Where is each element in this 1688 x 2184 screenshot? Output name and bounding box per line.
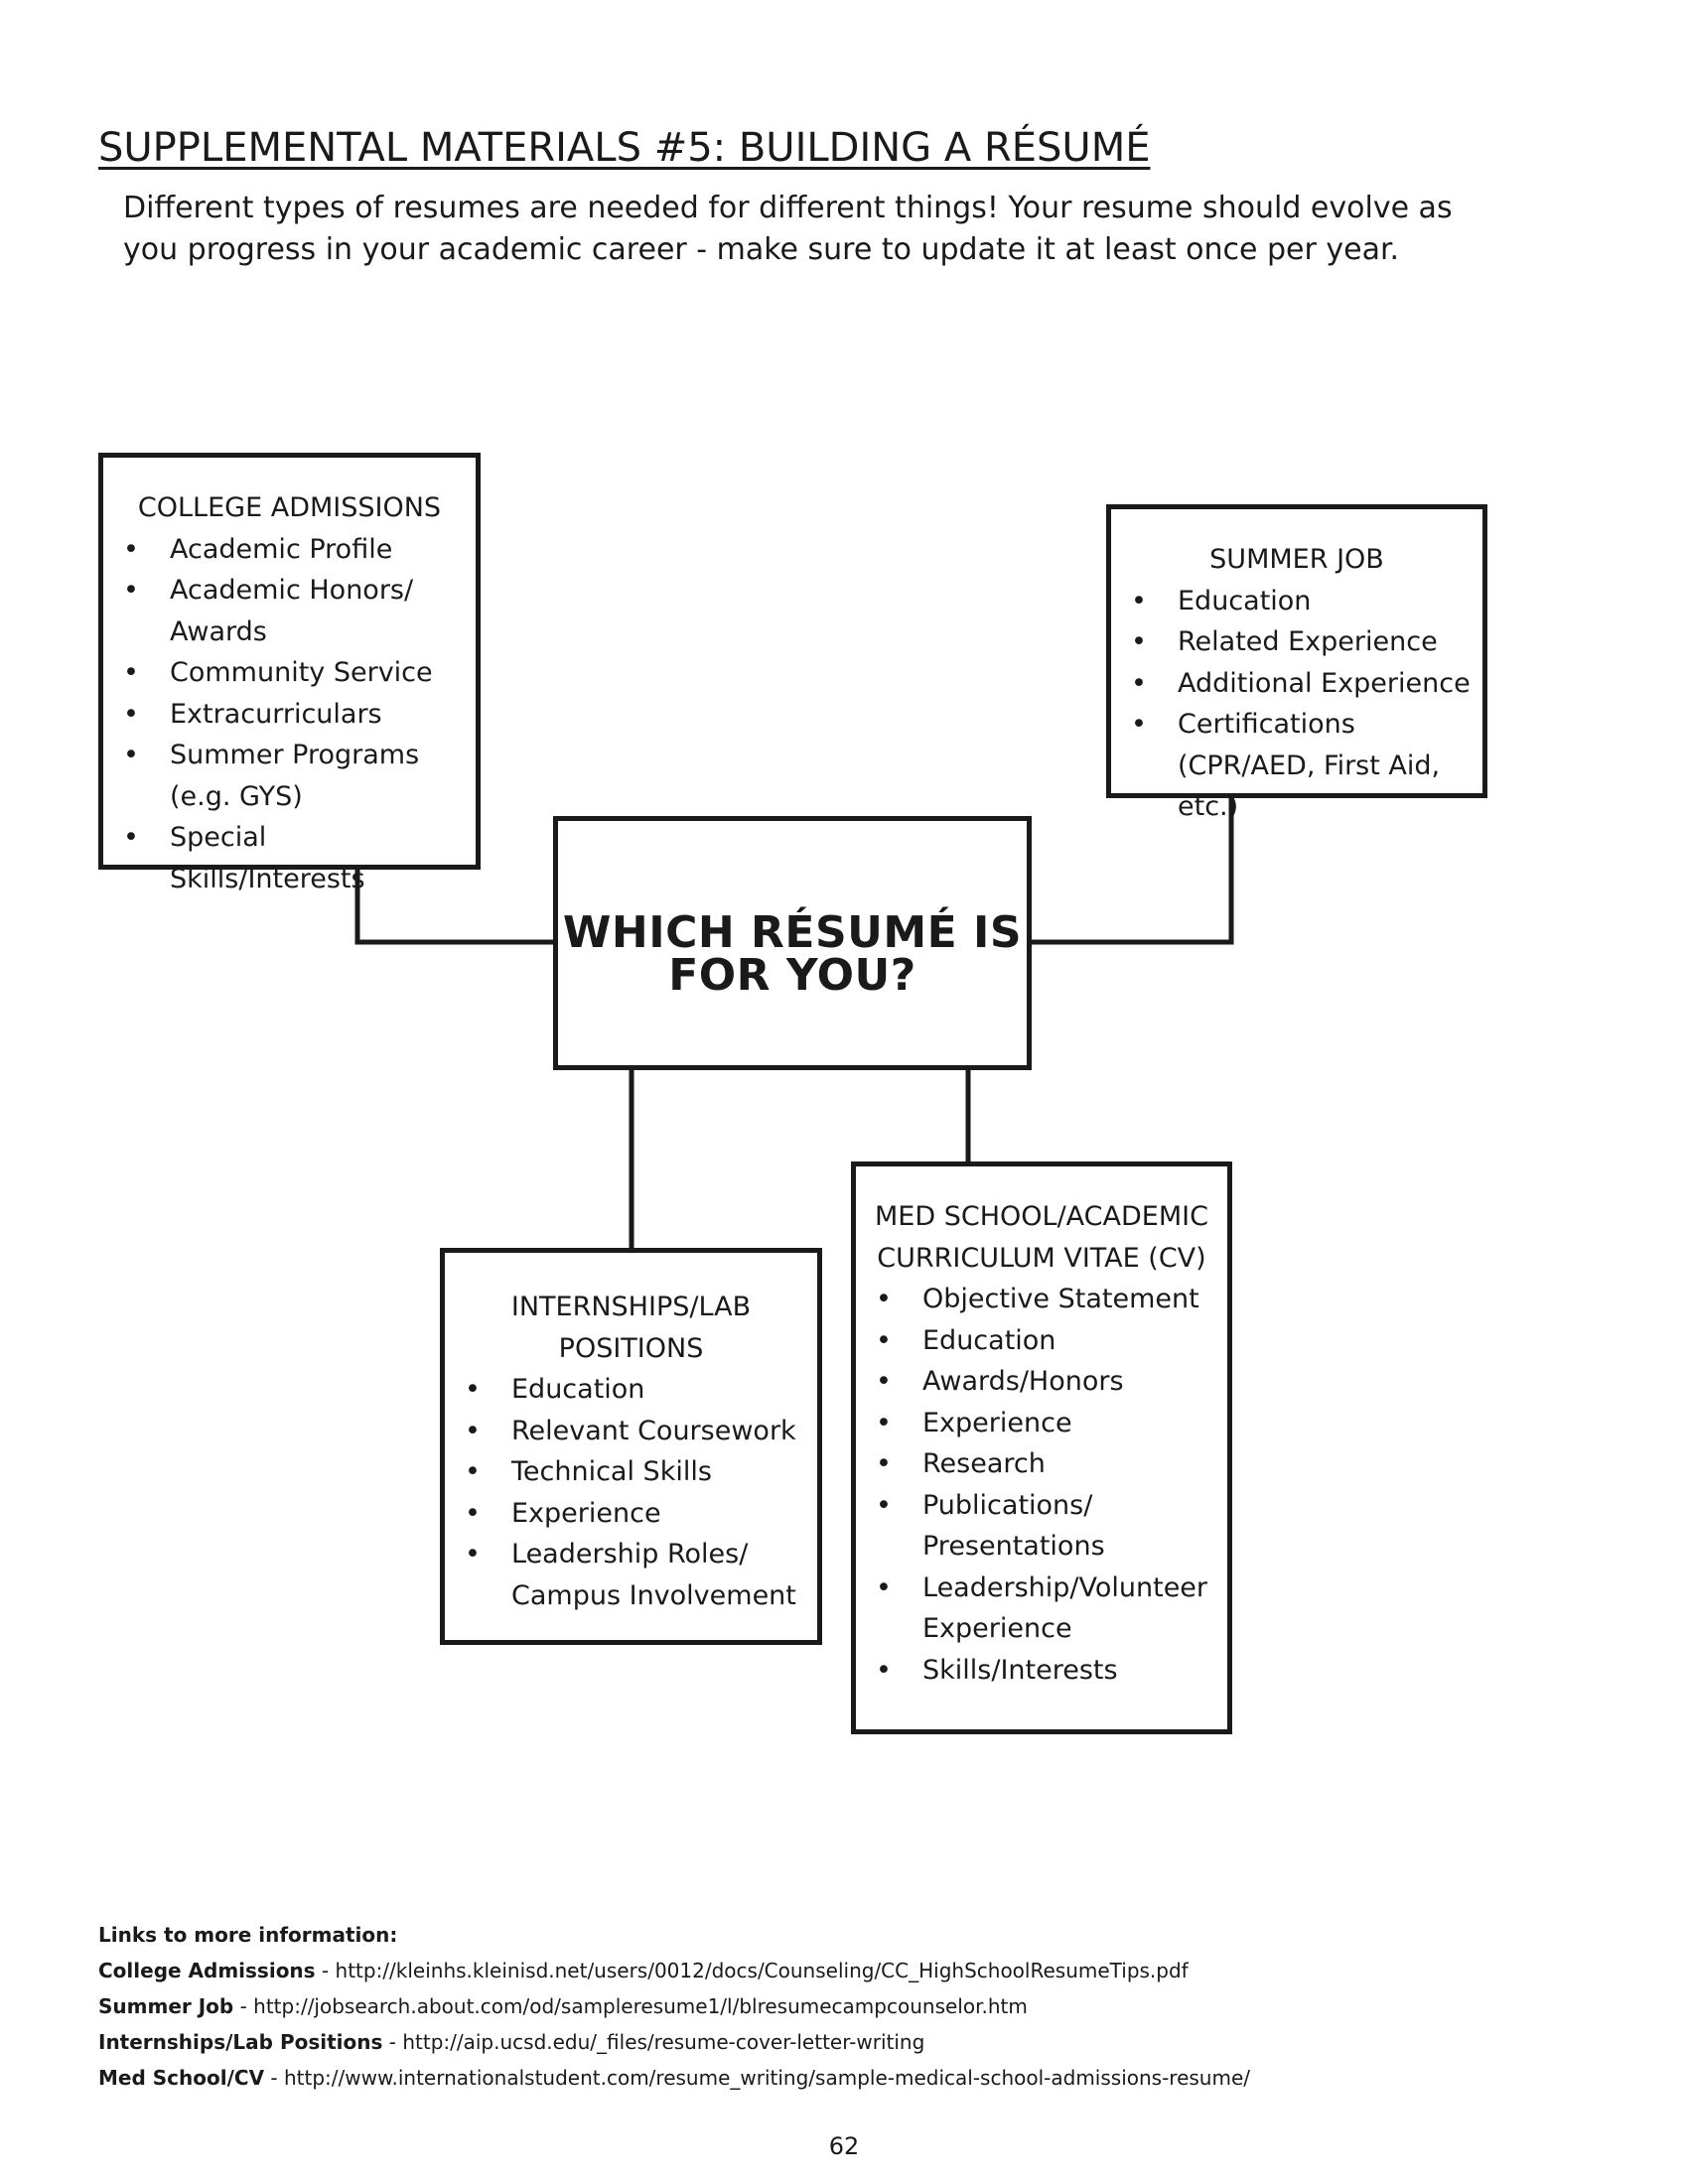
links-section: Links to more information: College Admis… bbox=[98, 1917, 1250, 2096]
bullet-item: Experience bbox=[445, 1493, 817, 1535]
internships-box: INTERNSHIPS/LAB POSITIONS EducationRelev… bbox=[440, 1248, 822, 1645]
center-question-line1: WHICH RÉSUMÉ IS bbox=[562, 907, 1023, 958]
bullet-item: Education bbox=[445, 1369, 817, 1411]
bullet-item: Academic Honors/ Awards bbox=[103, 570, 466, 652]
bullet-item: Academic Profile bbox=[103, 529, 466, 571]
bullet-item: Education bbox=[1111, 581, 1482, 622]
bullet-item: Community Service bbox=[103, 652, 466, 694]
bullet-item: Related Experience bbox=[1111, 621, 1482, 663]
connector-summer bbox=[1032, 798, 1234, 945]
med-school-list: Objective StatementEducationAwards/Honor… bbox=[856, 1279, 1227, 1691]
link-row-college: College Admissions - http://kleinhs.klei… bbox=[98, 1959, 1189, 1982]
bullet-item: Special Skills/Interests bbox=[103, 817, 466, 899]
internships-title: INTERNSHIPS/LAB POSITIONS bbox=[510, 1292, 752, 1364]
college-admissions-box: COLLEGE ADMISSIONS Academic ProfileAcade… bbox=[98, 453, 481, 894]
summer-job-list: EducationRelated ExperienceAdditional Ex… bbox=[1111, 581, 1482, 828]
bullet-item: Education bbox=[856, 1320, 1227, 1362]
link-row-internships: Internships/Lab Positions - http://aip.u… bbox=[98, 2030, 925, 2054]
bullet-item: Summer Programs (e.g. GYS) bbox=[103, 735, 466, 817]
center-question-box: WHICH RÉSUMÉ IS FOR YOU? bbox=[553, 816, 1032, 1070]
bullet-item: Leadership/Volunteer Experience bbox=[856, 1568, 1227, 1650]
med-school-title: MED SCHOOL/ACADEMIC CURRICULUM VITAE (CV… bbox=[875, 1201, 1208, 1274]
bullet-item: Extracurriculars bbox=[103, 694, 466, 736]
link-summer-url[interactable]: http://jobsearch.about.com/od/sampleresu… bbox=[253, 1994, 1028, 2018]
college-admissions-list: Academic ProfileAcademic Honors/ AwardsC… bbox=[103, 529, 466, 900]
link-med-url[interactable]: http://www.internationalstudent.com/resu… bbox=[283, 2066, 1251, 2090]
bullet-item: Awards/Honors bbox=[856, 1361, 1227, 1403]
bullet-item: Skills/Interests bbox=[856, 1650, 1227, 1692]
bullet-item: Research bbox=[856, 1443, 1227, 1485]
bullet-item: Experience bbox=[856, 1403, 1227, 1444]
link-row-summer: Summer Job - http://jobsearch.about.com/… bbox=[98, 1994, 1028, 2018]
bullet-item: Technical Skills bbox=[445, 1451, 817, 1493]
page-number: 62 bbox=[828, 2132, 860, 2160]
bullet-item: Certifications (CPR/AED, First Aid, etc.… bbox=[1111, 704, 1482, 828]
bullet-item: Publications/ Presentations bbox=[856, 1485, 1227, 1568]
page-title: SUPPLEMENTAL MATERIALS #5: BUILDING A RÉ… bbox=[98, 125, 1151, 171]
med-school-box: MED SCHOOL/ACADEMIC CURRICULUM VITAE (CV… bbox=[851, 1161, 1232, 1734]
link-internships-url[interactable]: http://aip.ucsd.edu/_files/resume-cover-… bbox=[402, 2030, 925, 2054]
link-row-med: Med School/CV - http://www.international… bbox=[98, 2066, 1251, 2090]
link-college-url[interactable]: http://kleinhs.kleinisd.net/users/0012/d… bbox=[335, 1959, 1189, 1982]
center-question-line2: FOR YOU? bbox=[668, 950, 916, 1001]
college-admissions-title: COLLEGE ADMISSIONS bbox=[137, 492, 442, 523]
intro-paragraph: Different types of resumes are needed fo… bbox=[123, 191, 1453, 267]
summer-job-box: SUMMER JOB EducationRelated ExperienceAd… bbox=[1106, 504, 1487, 822]
summer-job-title: SUMMER JOB bbox=[1209, 544, 1384, 575]
bullet-item: Relevant Coursework bbox=[445, 1411, 817, 1452]
bullet-item: Additional Experience bbox=[1111, 663, 1482, 705]
center-question: WHICH RÉSUMÉ IS FOR YOU? bbox=[562, 907, 1023, 1001]
internships-list: EducationRelevant CourseworkTechnical Sk… bbox=[445, 1369, 817, 1616]
bullet-item: Leadership Roles/ Campus Involvement bbox=[445, 1534, 817, 1616]
bullet-item: Objective Statement bbox=[856, 1279, 1227, 1320]
links-heading: Links to more information: bbox=[98, 1923, 398, 1947]
